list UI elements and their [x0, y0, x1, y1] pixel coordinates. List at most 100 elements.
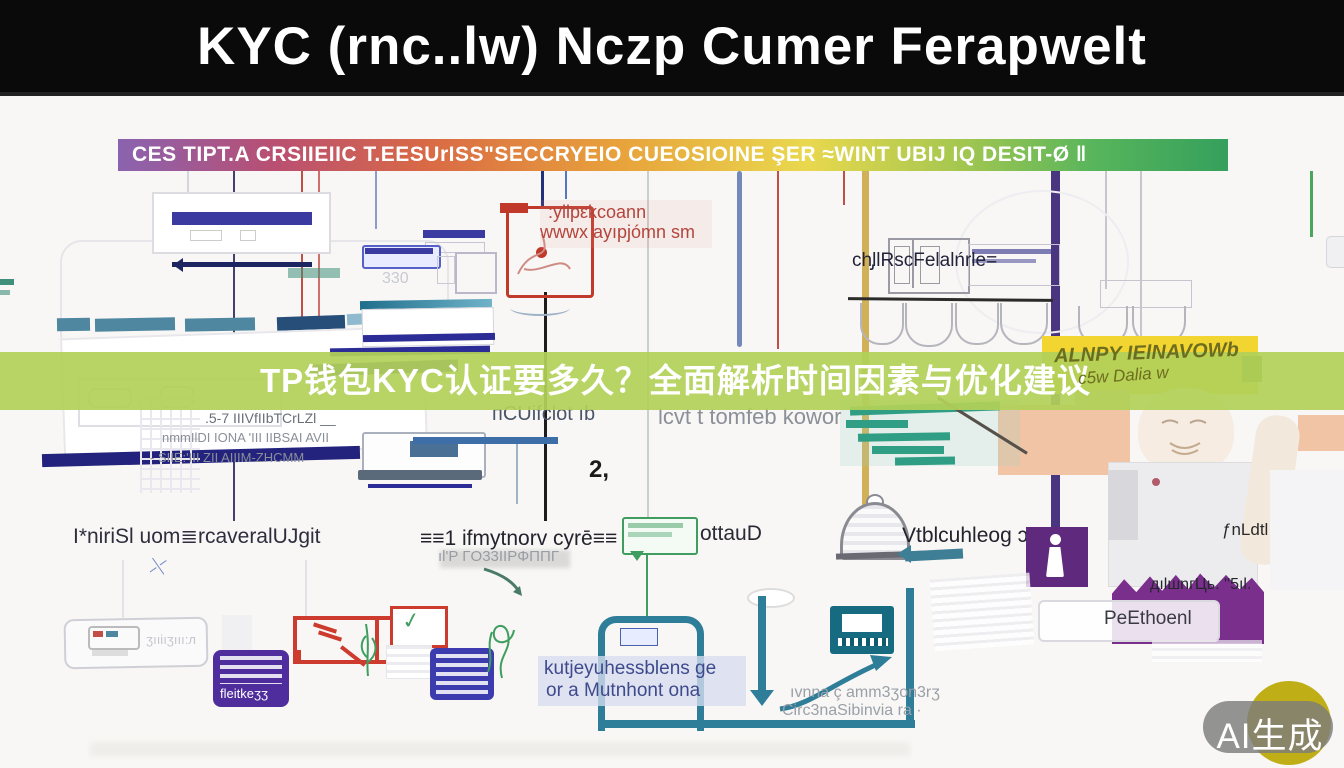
grid-panel [888, 238, 970, 294]
grid-divider [912, 240, 914, 288]
monitor-chip [240, 230, 256, 241]
connector-line [737, 171, 742, 347]
device-text: ʒııiıʒııı:л [146, 632, 196, 647]
card-bar [423, 230, 485, 238]
connector-line [647, 171, 649, 517]
connector-line [541, 171, 544, 207]
badge-rows [436, 654, 488, 694]
shirt-shade [1108, 470, 1138, 540]
laptop-screen-chip [410, 441, 458, 457]
white-box [222, 615, 252, 653]
red-note-tab [500, 203, 528, 213]
teal-note-line2: Circ3naSibinvia ra · [782, 702, 922, 719]
red-note-box [506, 206, 594, 298]
teal-bar [846, 420, 908, 428]
faint-line [122, 560, 124, 618]
drape-text: дılшnгЦь. ''5ıl. [1150, 576, 1252, 593]
teal-arrow-head [888, 545, 911, 563]
arrow-bar [172, 262, 312, 267]
right-sketch [1270, 470, 1344, 590]
teal-bar [872, 446, 944, 454]
scallop [1000, 303, 1048, 345]
scallop [860, 303, 904, 345]
ai-badge-pill [1203, 701, 1333, 753]
red-tick [296, 650, 301, 662]
small-box [437, 256, 455, 284]
monitor-chip [190, 230, 222, 241]
connector-line-green2 [646, 552, 648, 616]
grid-sketch [140, 398, 200, 493]
connector-line-green [1310, 171, 1313, 237]
badge1-text: ﬂeitkeʒʒ [220, 686, 269, 701]
scallop [905, 303, 953, 347]
curved-arrow [779, 655, 892, 712]
connector-line [565, 171, 567, 199]
chest-dot [1152, 478, 1160, 486]
red-frame-bottom [293, 660, 388, 664]
grid-cell [894, 246, 910, 284]
teal-chip [288, 268, 340, 278]
cloud-sketch [747, 588, 795, 608]
stray-glyph: 2, [589, 456, 610, 483]
name-box [1038, 600, 1220, 642]
figure-body [1046, 547, 1064, 577]
dash-row [972, 259, 1036, 263]
vulcu-label: Vtblcuhleog ɔɔ [902, 524, 1039, 547]
red-frame-mid [375, 618, 379, 662]
gate-text-line2: or a Mutnhont ona [546, 680, 701, 701]
device-bar [92, 650, 128, 656]
keyboard-sketch [929, 572, 1035, 652]
salmon-block [998, 405, 1088, 475]
red-frame-left [293, 616, 297, 664]
peethoeni-label: PeEthoenl [1104, 608, 1192, 629]
bottom-smudge [90, 742, 910, 756]
teal-note-line1: ıvnna ç amm3ʒon3rʒ [790, 684, 940, 701]
red-sub-box [390, 606, 448, 648]
faint-line [305, 560, 307, 616]
teal-bar [857, 432, 951, 442]
salmon-block [1298, 415, 1344, 451]
garbled-line1: .5-7 IIIVfIIbTCrLZl __ [205, 410, 336, 426]
ifmytnorv-line1: ≡≡1 ifmytnorv cyrē≡≡ [420, 527, 618, 550]
red-squiggle [517, 233, 571, 275]
red-note-line1: :yllpεkcoann [548, 202, 647, 222]
mirisl-label: I*niriSl uom≣rcaveralUJgit [73, 525, 321, 548]
garbled-line2: nmmIlDI IONA 'III IIBSAI AVII [162, 430, 329, 445]
connector-line [843, 171, 845, 205]
side-panel [968, 244, 1060, 286]
connector-line [1140, 171, 1142, 343]
gate-text-line1: kutjeyuhessblens ge [544, 658, 717, 679]
arrow-head-left [166, 258, 183, 272]
teal-bar [894, 456, 956, 466]
monitor-bar [172, 212, 312, 225]
device-dot [93, 631, 103, 637]
red-frame-top [295, 616, 440, 620]
shelf-line [847, 297, 1054, 302]
blue-t-bar [413, 437, 558, 444]
down-arrow-squiggle [483, 567, 522, 596]
machine-panel [1100, 280, 1192, 308]
teal-card-notch [842, 614, 882, 632]
red-note-bg [540, 200, 712, 248]
gradient-banner: CES TIPT.A CRSIIEIIC T.EESUrISS"SECCRYEI… [118, 139, 1228, 171]
ottaup-label: ottauD [700, 522, 762, 545]
garbled-line3: - SIIE:'III ZII AIIIM-ZHCMM [150, 450, 305, 465]
anldtl-label: ƒnLdtl [1222, 520, 1269, 539]
flow-bottom-line [600, 720, 915, 728]
page-title: KYC (rnc..lw) Nczp Cumer Ferapwelt [197, 16, 1147, 76]
flow-arrow-down [750, 690, 774, 718]
connector-line [301, 171, 303, 429]
small-box [455, 252, 497, 294]
badge-rows [220, 656, 282, 684]
device-screen [88, 626, 140, 650]
overlay-title: TP钱包KYC认证要多久？全面解析时间因素与优化建议 [260, 362, 1091, 399]
device-dot [106, 631, 118, 637]
ai-badge-label: AI生成 [1216, 717, 1324, 756]
stripe [184, 317, 256, 332]
faint-number: 330 [382, 270, 409, 287]
connector-line [375, 171, 377, 229]
green-loops [487, 625, 515, 679]
grid-paper [386, 645, 432, 679]
flow-vertical-right [906, 588, 914, 728]
